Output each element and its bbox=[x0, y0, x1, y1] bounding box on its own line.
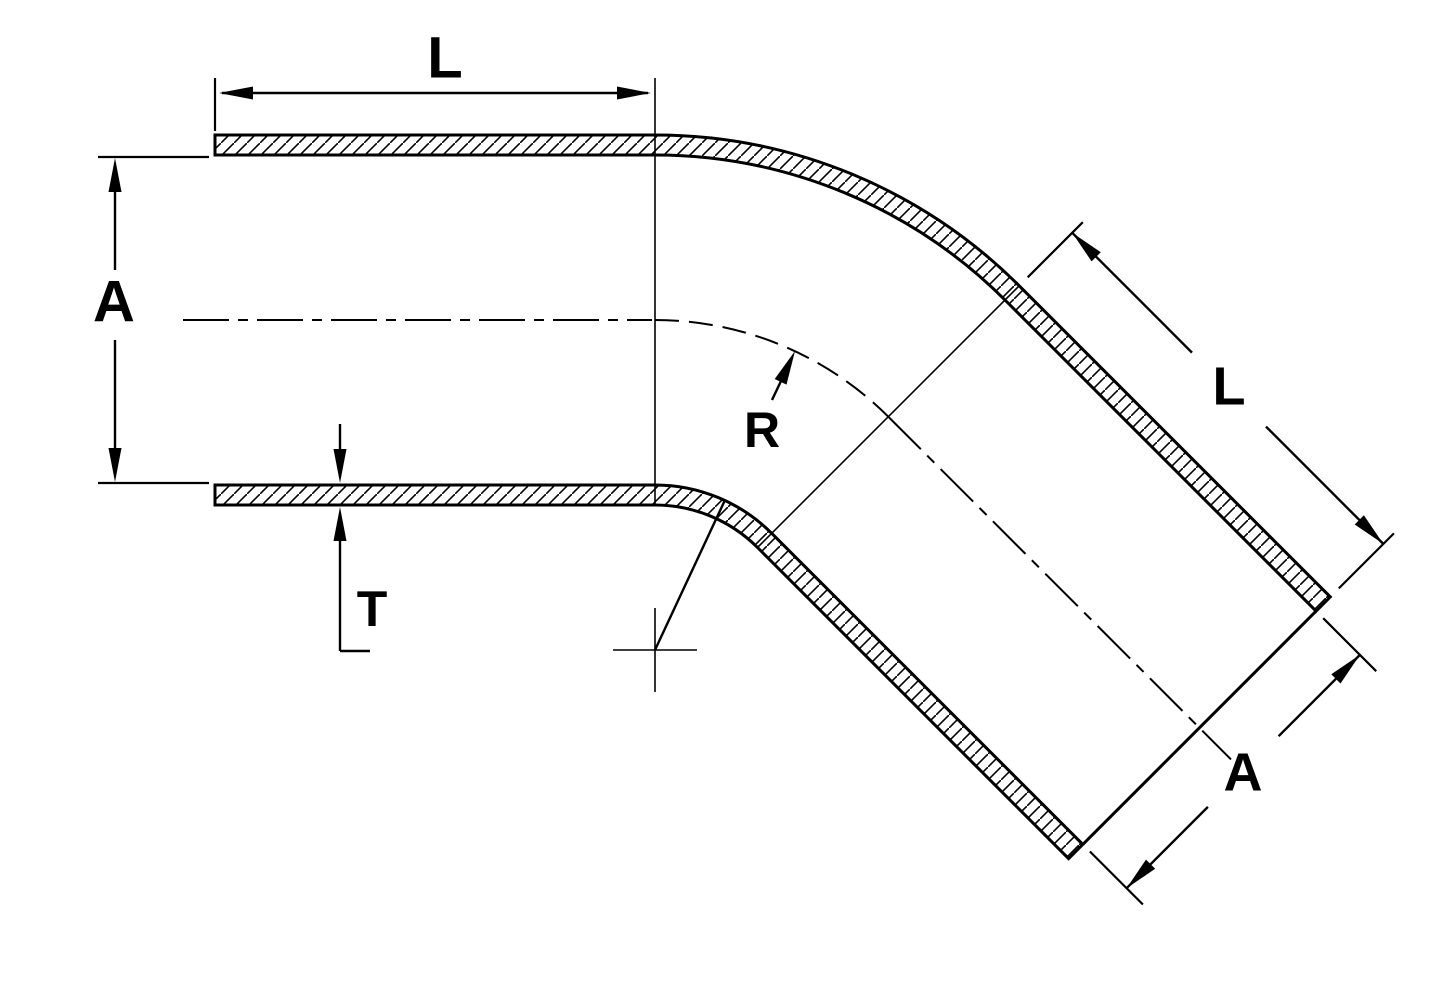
diameter-label-diagonal: A bbox=[1224, 742, 1263, 802]
arrowhead-lower bbox=[1126, 859, 1156, 889]
diameter-label-left: A bbox=[93, 269, 135, 334]
extension-line-upper bbox=[1322, 617, 1377, 672]
dimension-diameter-left: A bbox=[93, 155, 209, 485]
bend-centerline-arc bbox=[654, 319, 890, 418]
radius-leader-upper bbox=[770, 380, 783, 401]
dimension-bend-radius: R bbox=[613, 351, 795, 692]
dimension-length-leg1: L bbox=[213, 25, 651, 131]
hose-body bbox=[213, 78, 1333, 861]
arrowhead-left bbox=[219, 86, 253, 100]
arrowhead-up bbox=[108, 158, 122, 192]
extension-line-lower bbox=[1089, 850, 1144, 906]
top-wall-hatched bbox=[213, 133, 1333, 614]
bottom-wall-hatched bbox=[213, 483, 1085, 861]
dimension-diameter-diagonal: A bbox=[1089, 617, 1377, 906]
bend-exit-boundary bbox=[756, 285, 1020, 549]
radius-label: R bbox=[744, 402, 780, 458]
diagonal-centerline bbox=[887, 415, 1232, 761]
dimension-length-leg2: L bbox=[1026, 221, 1395, 590]
arrowhead-upper bbox=[1331, 654, 1360, 684]
radius-leader-lower bbox=[653, 499, 727, 651]
extension-line-lower bbox=[1338, 532, 1395, 590]
arrowhead-down bbox=[108, 448, 122, 482]
arrowhead-radius bbox=[774, 351, 795, 385]
dimension-wall-thickness: T bbox=[333, 424, 388, 653]
arrowhead-up bbox=[333, 507, 347, 541]
length-label-leg2: L bbox=[1213, 356, 1246, 416]
arrowhead-right bbox=[617, 86, 651, 100]
arrowhead-upper bbox=[1072, 232, 1101, 262]
length-label-leg1: L bbox=[427, 25, 462, 90]
arrowhead-down bbox=[333, 449, 347, 483]
extension-line-upper bbox=[1026, 221, 1084, 279]
centerlines bbox=[183, 319, 1232, 761]
thickness-label: T bbox=[357, 581, 388, 637]
arrowhead-lower bbox=[1354, 515, 1384, 544]
end-face-line bbox=[1081, 610, 1318, 846]
